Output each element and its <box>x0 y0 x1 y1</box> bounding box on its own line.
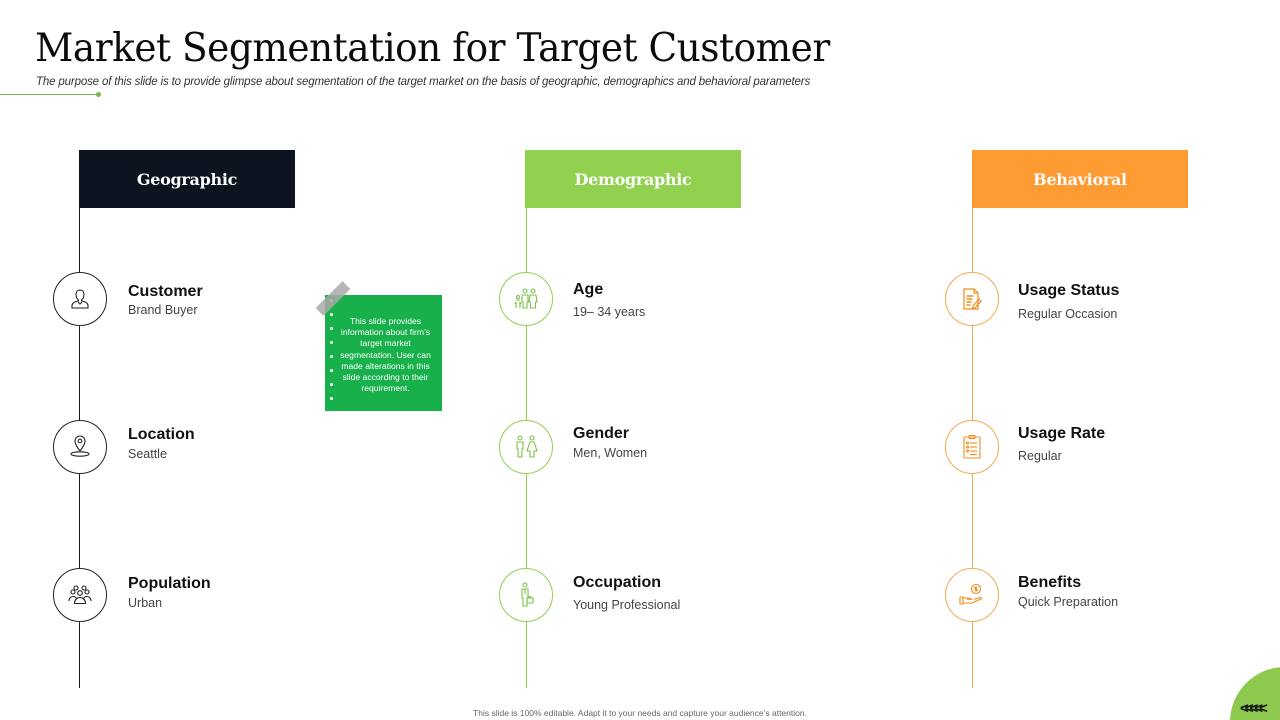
item-title-usage-status: Usage Status <box>1018 282 1120 299</box>
item-title-location: Location <box>128 426 195 443</box>
item-value-usage-status: Regular Occasion <box>1018 307 1118 321</box>
node-customer <box>53 272 107 326</box>
node-location <box>53 420 107 474</box>
location-pin-icon <box>70 435 90 457</box>
node-benefits <box>945 568 999 622</box>
family-age-icon <box>514 288 538 309</box>
clipboard-checklist-icon <box>963 434 981 459</box>
node-occupation <box>499 568 553 622</box>
accent-line <box>0 94 100 95</box>
item-value-gender: Men, Women <box>573 446 648 460</box>
item-value-usage-rate: Regular <box>1018 449 1062 463</box>
accent-dot <box>96 92 101 97</box>
item-title-age: Age <box>573 281 604 298</box>
header-demographic: Demographic <box>525 150 741 208</box>
slide-title: Market Segmentation for Target Customer <box>35 26 830 71</box>
item-title-benefits: Benefits <box>1018 574 1082 591</box>
footer-note: This slide is 100% editable. Adapt it to… <box>473 708 807 718</box>
chevrons-left-icon: <<<<< <box>1240 700 1268 717</box>
customer-icon <box>71 289 89 309</box>
item-title-gender: Gender <box>573 425 630 442</box>
item-title-occupation: Occupation <box>573 574 662 591</box>
item-value-customer: Brand Buyer <box>128 303 198 317</box>
item-title-usage-rate: Usage Rate <box>1018 425 1106 442</box>
item-value-location: Seattle <box>128 447 167 461</box>
item-value-population: Urban <box>128 596 163 610</box>
node-usage-status <box>945 272 999 326</box>
node-gender <box>499 420 553 474</box>
node-population <box>53 568 107 622</box>
document-edit-icon <box>963 288 982 310</box>
item-value-occupation: Young Professional <box>573 598 681 612</box>
item-title-customer: Customer <box>128 283 203 300</box>
sticky-note: This slide provides information about fi… <box>325 295 442 411</box>
header-behavioral: Behavioral <box>972 150 1188 208</box>
professional-briefcase-icon <box>521 582 534 607</box>
item-value-benefits: Quick Preparation <box>1018 595 1119 609</box>
node-usage-rate <box>945 420 999 474</box>
hand-money-icon <box>959 583 982 605</box>
header-geographic: Geographic <box>79 150 295 208</box>
slide-subtitle: The purpose of this slide is to provide … <box>36 76 811 88</box>
item-value-age: 19– 34 years <box>573 305 646 319</box>
sticky-note-perforation <box>330 299 334 407</box>
item-title-population: Population <box>128 575 211 592</box>
gender-icon <box>516 435 538 458</box>
node-age <box>499 272 553 326</box>
population-group-icon <box>68 585 92 605</box>
sticky-note-text: This slide provides information about fi… <box>340 316 431 394</box>
